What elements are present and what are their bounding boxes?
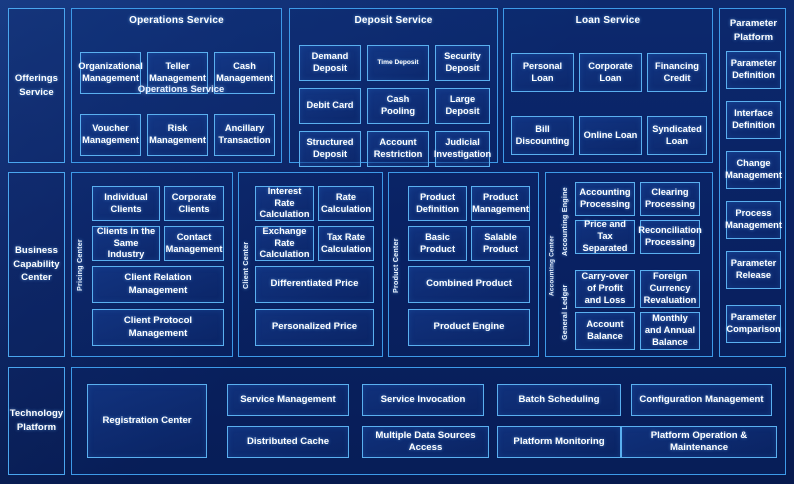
tile-differentiated-price[interactable]: Differentiated Price xyxy=(255,266,374,303)
tile-account-restriction[interactable]: Account Restriction xyxy=(367,131,429,167)
vertical-label-accounting-center: Accounting Center xyxy=(548,235,556,296)
tile-parameter-comparison[interactable]: Parameter Comparison xyxy=(726,305,781,343)
tile-account-balance[interactable]: Account Balance xyxy=(575,312,635,350)
tile-reconciliation-processing[interactable]: Reconciliation Processing xyxy=(638,220,702,254)
tile-parameter-definition[interactable]: Parameter Definition xyxy=(726,51,781,89)
tile-structured-deposit[interactable]: Structured Deposit xyxy=(299,131,361,167)
tile-interest-rate-calculation[interactable]: Interest Rate Calculation xyxy=(255,186,314,221)
tile-contact-management[interactable]: Contact Management xyxy=(164,226,224,261)
tile-personalized-price[interactable]: Personalized Price xyxy=(255,309,374,346)
tile-service-invocation[interactable]: Service Invocation xyxy=(362,384,484,416)
side-label-business-capability-center: Business Capability Center xyxy=(8,172,65,357)
tile-accounting-processing[interactable]: Accounting Processing xyxy=(575,182,635,216)
panel-loan-service: Loan Service Personal Loan Corporate Loa… xyxy=(503,8,713,163)
panel-title-parameter-platform: Parameter Platform xyxy=(729,18,778,43)
tile-large-deposit[interactable]: Large Deposit xyxy=(435,88,490,124)
panel-title-deposit-service: Deposit Service xyxy=(354,15,433,26)
vertical-label-accounting-engine: Accounting Engine xyxy=(560,187,569,257)
tile-demand-deposit[interactable]: Demand Deposit xyxy=(299,45,361,81)
tile-exchange-rate-calculation[interactable]: Exchange Rate Calculation xyxy=(255,226,314,261)
tile-platform-monitoring[interactable]: Platform Monitoring xyxy=(497,426,621,458)
tile-product-definition[interactable]: Product Definition xyxy=(408,186,467,221)
tile-parameter-release[interactable]: Parameter Release xyxy=(726,251,781,289)
tile-clearing-processing[interactable]: Clearing Processing xyxy=(640,182,700,216)
tile-configuration-management[interactable]: Configuration Management xyxy=(631,384,772,416)
tile-corporate-clients[interactable]: Corporate Clients xyxy=(164,186,224,221)
tile-price-and-tax-separated[interactable]: Price and Tax Separated xyxy=(575,219,635,254)
tile-registration-center[interactable]: Registration Center xyxy=(87,384,207,458)
vertical-label-client-center: Client Center xyxy=(241,241,250,290)
tile-syndicated-loan[interactable]: Syndicated Loan xyxy=(647,116,707,155)
tile-monthly-and-annual-balance[interactable]: Monthly and Annual Balance xyxy=(640,312,700,350)
tile-multiple-data-sources-access[interactable]: Multiple Data Sources Access xyxy=(362,426,489,458)
tile-debit-card[interactable]: Debit Card xyxy=(299,88,361,124)
tile-client-protocol-management[interactable]: Client Protocol Management xyxy=(92,309,224,346)
tile-foreign-currency-revaluation[interactable]: Foreign Currency Revaluation xyxy=(640,270,700,308)
tile-platform-operation-and-maintenance[interactable]: Platform Operation & Maintenance xyxy=(621,426,777,458)
tile-individual-clients[interactable]: Individual Clients xyxy=(92,186,160,221)
tile-cash-pooling[interactable]: Cash Pooling xyxy=(367,88,429,124)
side-label-offerings-service: Offerings Service xyxy=(8,8,65,163)
tile-bill-discounting[interactable]: Bill Discounting xyxy=(511,116,574,155)
panel-parameter-platform: Parameter Platform Parameter Definition … xyxy=(719,8,786,357)
tile-distributed-cache[interactable]: Distributed Cache xyxy=(227,426,349,458)
tile-personal-loan[interactable]: Personal Loan xyxy=(511,53,574,92)
panel-client-center: Client Center Interest Rate Calculation … xyxy=(238,172,383,357)
tile-ancillary-transaction[interactable]: Ancillary Transaction xyxy=(214,114,275,156)
tile-judicial-investigation[interactable]: Judicial Investigation xyxy=(434,131,491,167)
tile-security-deposit[interactable]: Security Deposit xyxy=(435,45,490,81)
vertical-label-pricing-center: Pricing Center xyxy=(75,239,84,292)
tile-batch-scheduling[interactable]: Batch Scheduling xyxy=(497,384,621,416)
tile-service-management[interactable]: Service Management xyxy=(227,384,349,416)
tile-tax-rate-calculation[interactable]: Tax Rate Calculation xyxy=(318,226,374,261)
tile-product-management[interactable]: Product Management xyxy=(471,186,530,221)
tile-rate-calculation[interactable]: Rate Calculation xyxy=(318,186,374,221)
tile-organizational-management[interactable]: Organizational Management xyxy=(78,52,143,94)
tile-corporate-loan[interactable]: Corporate Loan xyxy=(579,53,642,92)
tile-clients-in-the-same-industry[interactable]: Clients in the Same Industry xyxy=(92,226,160,261)
tile-financing-credit[interactable]: Financing Credit xyxy=(647,53,707,92)
vertical-label-general-ledger: General Ledger xyxy=(560,284,569,340)
tile-combined-product[interactable]: Combined Product xyxy=(408,266,530,303)
tile-online-loan[interactable]: Online Loan xyxy=(579,116,642,155)
tile-carry-over-of-profit-and-loss[interactable]: Carry-over of Profit and Loss xyxy=(575,270,635,308)
tile-product-engine[interactable]: Product Engine xyxy=(408,309,530,346)
tile-cash-management[interactable]: Cash Management xyxy=(214,52,275,94)
vertical-label-product-center: Product Center xyxy=(391,238,400,293)
panel-accounting-center: Accounting Center Accounting Engine Acco… xyxy=(545,172,713,357)
tile-voucher-management[interactable]: Voucher Management xyxy=(80,114,141,156)
tile-time-deposit[interactable]: Time Deposit xyxy=(367,45,429,81)
tile-salable-product[interactable]: Salable Product xyxy=(471,226,530,261)
panel-title-loan-service: Loan Service xyxy=(575,15,641,26)
panel-deposit-service: Deposit Service Demand Deposit Time Depo… xyxy=(289,8,498,167)
side-label-technology-platform: Technology Platform xyxy=(8,367,65,475)
panel-operations-service: Operations Service Organizational Manage… xyxy=(71,8,282,163)
tile-change-management[interactable]: Change Management xyxy=(725,151,782,189)
panel-technology-platform: Registration Center Service Management D… xyxy=(71,367,786,475)
tile-client-relation-management[interactable]: Client Relation Management xyxy=(92,266,224,303)
panel-title-operations-service: Operations Service xyxy=(129,15,224,26)
tile-basic-product[interactable]: Basic Product xyxy=(408,226,467,261)
tile-process-management[interactable]: Process Management xyxy=(725,201,782,239)
panel-product-center: Product Center Product Definition Produc… xyxy=(388,172,539,357)
panel-pricing-center: Pricing Center Individual Clients Corpor… xyxy=(71,172,233,357)
tile-teller-management[interactable]: Teller Management xyxy=(147,52,208,94)
tile-risk-management[interactable]: Risk Management xyxy=(147,114,208,156)
tile-interface-definition[interactable]: Interface Definition xyxy=(726,101,781,139)
